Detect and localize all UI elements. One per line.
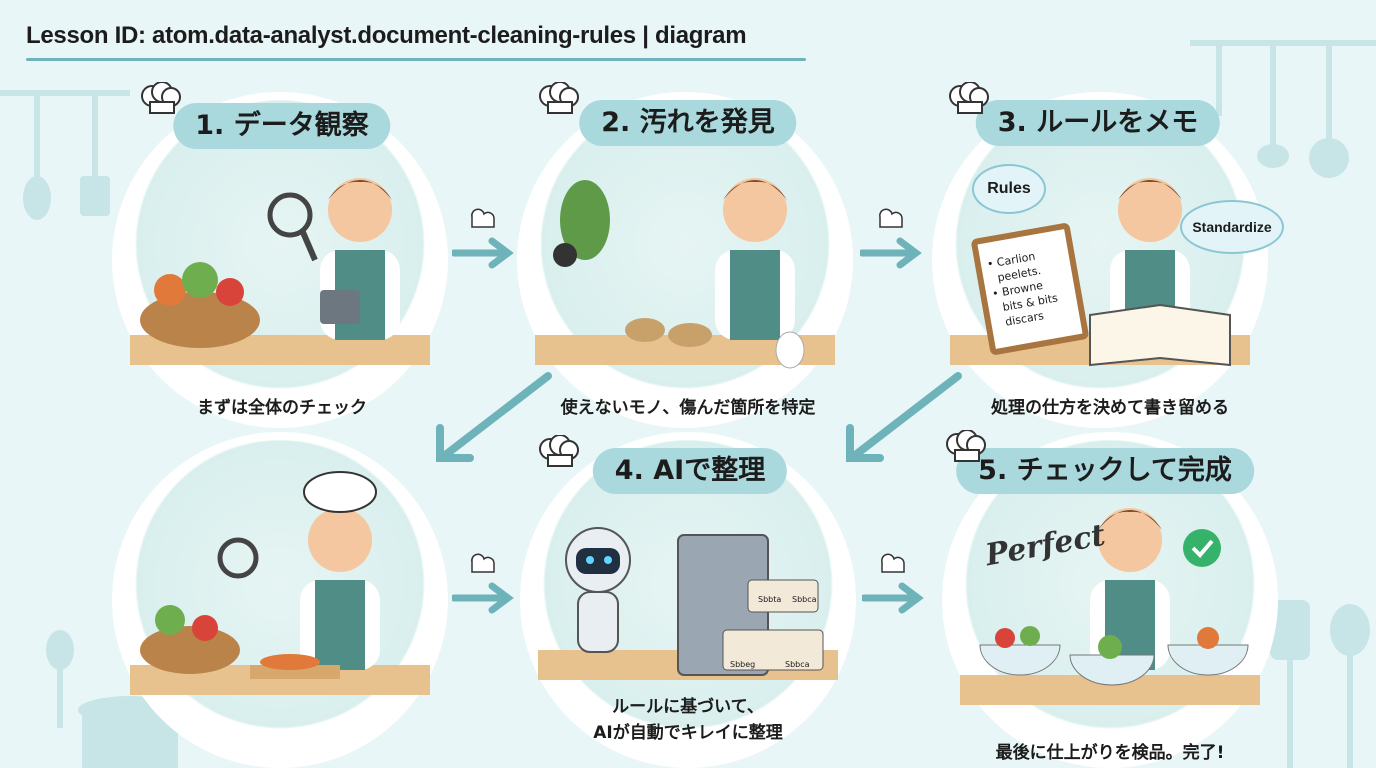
- step-5-title: 5. チェックして完成: [956, 448, 1254, 494]
- step-5-caption: 最後に仕上がりを検品。完了!: [995, 743, 1225, 763]
- step-2-title: 2. 汚れを発見: [579, 100, 797, 146]
- arrow-diagonal-down-left-icon: [846, 372, 962, 462]
- pot-icon: [46, 630, 180, 768]
- chef-hat-icon: [141, 82, 181, 114]
- container-label: Sbbca: [792, 595, 817, 604]
- arrow-right-icon: [452, 208, 514, 269]
- container-label: Sbbta: [758, 595, 782, 604]
- step-4-caption-line: ルールに基づいて、: [612, 697, 764, 717]
- chef-hat-icon: [539, 435, 579, 467]
- rules-thought-bubble: Rules: [972, 164, 1046, 214]
- chef-cutting-vegetables-illustration: [130, 471, 430, 695]
- arrow-diagonal-down-left-icon: [436, 372, 552, 462]
- chef-finding-damaged-vegetables-illustration: [535, 178, 835, 369]
- utensils-left-icon: [0, 90, 130, 220]
- step-4-caption-line: AIが自動でキレイに整理: [593, 723, 783, 743]
- standardize-thought-bubble: Standardize: [1180, 200, 1284, 254]
- title-underline: [26, 58, 806, 61]
- chef-inspecting-vegetables-illustration: [130, 178, 430, 365]
- arrow-right-icon: [862, 553, 924, 614]
- panel-data-observation: [120, 100, 440, 420]
- container-label: Sbbeg: [730, 660, 756, 669]
- arrow-right-icon: [860, 208, 922, 269]
- step-1-title: 1. データ観察: [173, 103, 391, 149]
- step-3-caption: 処理の仕方を決めて書き留める: [991, 398, 1229, 418]
- step-2-caption: 使えないモノ、傷んだ箇所を特定: [560, 398, 816, 418]
- step-4-title: 4. AIで整理: [592, 448, 788, 494]
- spatula-icon: [1270, 600, 1370, 768]
- container-label: Sbbca: [785, 660, 810, 669]
- step-1-caption: まずは全体のチェック: [197, 398, 367, 418]
- checkmark-icon: [1183, 529, 1221, 567]
- panel-find-dirt: [525, 100, 845, 420]
- robot-sorting-vegetables-illustration: [538, 527, 838, 680]
- chef-hat-icon: [539, 82, 579, 114]
- utensils-right-icon: [1190, 40, 1376, 178]
- panel-chef-cutting: [120, 440, 440, 760]
- chef-writing-rules-illustration: [950, 178, 1250, 367]
- chef-hat-icon: [946, 430, 986, 462]
- arrow-right-icon: [452, 553, 514, 614]
- chef-hat-icon: [949, 82, 989, 114]
- step-4-caption: ルールに基づいて、 AIが自動でキレイに整理: [593, 694, 782, 746]
- step-3-title: 3. ルールをメモ: [975, 100, 1221, 146]
- lesson-title: Lesson ID: atom.data-analyst.document-cl…: [26, 22, 747, 49]
- clipboard: • Carlion peelets. • Browne bits & bits …: [970, 222, 1090, 356]
- chef-celebrating-salads-illustration: [960, 508, 1260, 705]
